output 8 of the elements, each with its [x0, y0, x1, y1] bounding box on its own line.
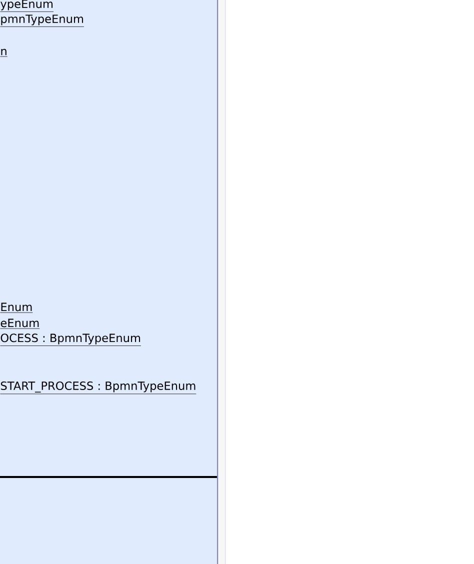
attribute-text: OCESS : BpmnTypeEnum	[0, 334, 142, 346]
attribute-text: n	[0, 48, 8, 57]
class-box	[0, 0, 218, 564]
attribute-text: pmnTypeEnum	[0, 14, 84, 27]
attribute-text: eEnum	[0, 318, 40, 329]
attribute-text: Enum	[0, 302, 33, 313]
attribute-text: START_PROCESS : BpmnTypeEnum	[0, 381, 196, 394]
attribute-text: ypeEnum	[0, 0, 54, 12]
